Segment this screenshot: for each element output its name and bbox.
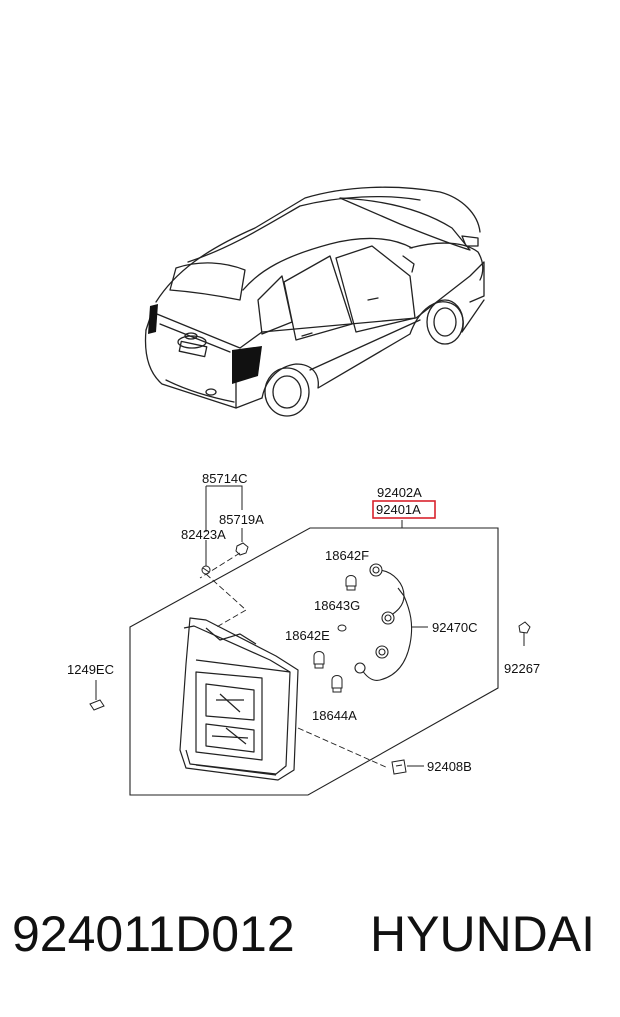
bulb-18642f [345, 575, 357, 591]
callout-18642e[interactable]: 18642E [285, 628, 330, 643]
clip-92408b [391, 759, 407, 775]
bolt-1249ec [89, 680, 105, 711]
callout-85714c[interactable]: 85714C [202, 471, 248, 486]
callout-92408b[interactable]: 92408B [427, 759, 472, 774]
callout-18644a[interactable]: 18644A [312, 708, 357, 723]
tail-lamp-highlight-right [232, 346, 262, 384]
callout-18642f[interactable]: 18642F [325, 548, 369, 563]
part-number: 924011D012 [12, 906, 295, 962]
dashed-guide-lamp [297, 727, 389, 769]
tail-lamp-assembly [179, 617, 299, 781]
callout-82423a[interactable]: 82423A [181, 527, 226, 542]
wiring-harness-92470c [354, 563, 413, 681]
callout-85719a[interactable]: 85719A [219, 512, 264, 527]
callout-92401a[interactable]: 92401A [376, 502, 421, 517]
callout-18643g[interactable]: 18643G [314, 598, 360, 613]
nut-85719a [235, 542, 249, 556]
vehicle-illustration [144, 186, 485, 417]
highlight-box-92401a [372, 500, 436, 519]
dashed-guide-fasteners [199, 552, 247, 629]
callout-1249ec[interactable]: 1249EC [67, 662, 114, 677]
tail-lamp-highlight-left [148, 304, 158, 334]
callout-92470c[interactable]: 92470C [432, 620, 478, 635]
grommet-92267 [518, 621, 531, 646]
brand-name: HYUNDAI [370, 906, 596, 962]
bulb-18644a [331, 675, 343, 693]
footer-caption: 924011D012 HYUNDAI [12, 905, 612, 975]
callout-92402a[interactable]: 92402A [377, 485, 422, 500]
callout-92267[interactable]: 92267 [504, 661, 540, 676]
bulb-18642e [313, 651, 325, 669]
assembly-frame [129, 527, 499, 796]
bulb-18643g [337, 624, 347, 632]
callout-leader-85714c [205, 485, 243, 566]
screw-82423a [201, 565, 211, 575]
